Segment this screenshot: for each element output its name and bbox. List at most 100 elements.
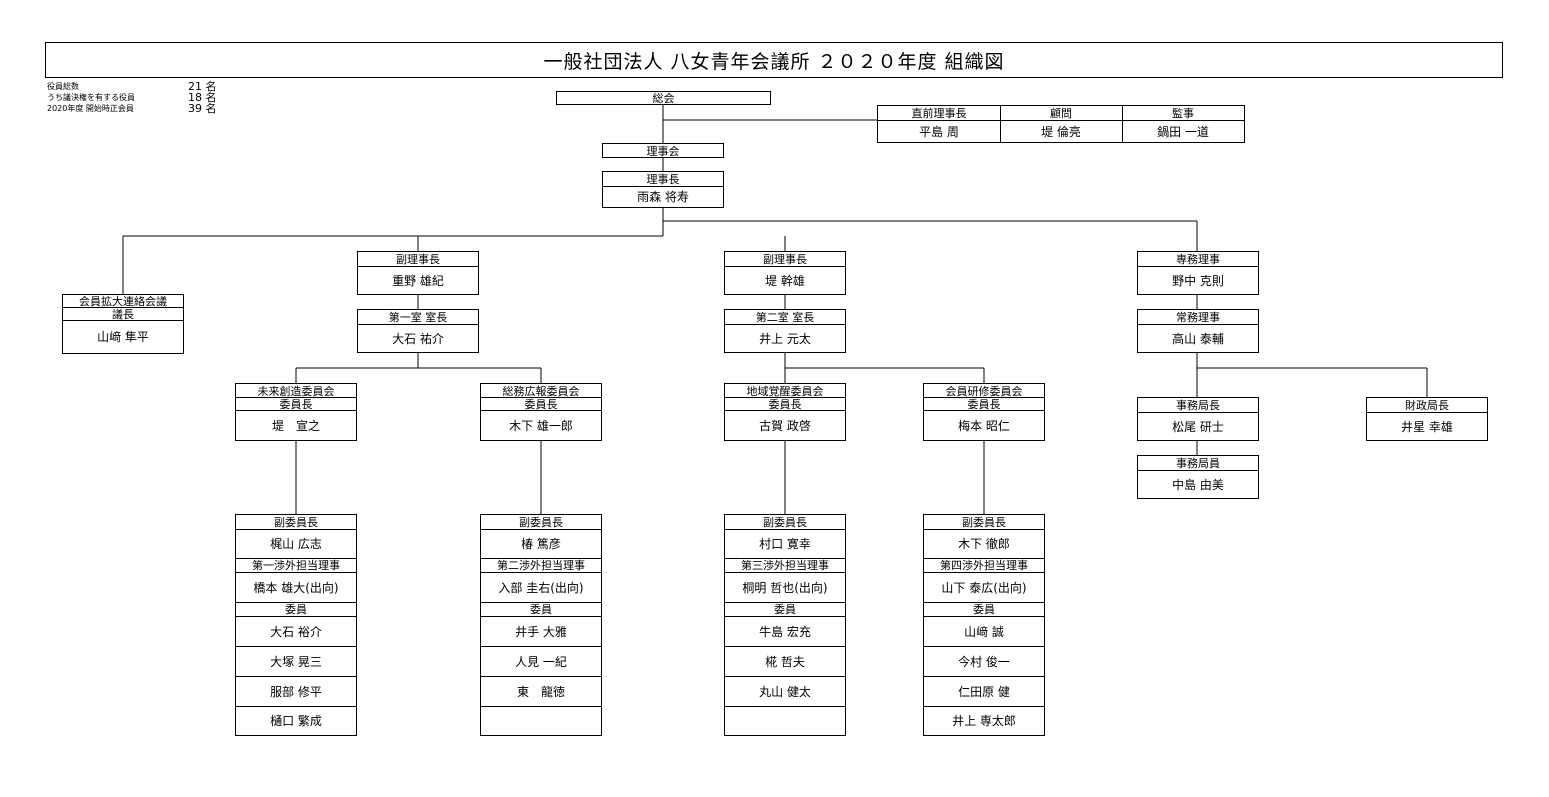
liaison-name: 山下 泰広(出向) [924,572,1044,603]
office-chief-name: 松尾 研士 [1172,419,1224,434]
members-role: 委員 [481,602,601,617]
counselor-name: 堤 倫亮 [1000,121,1123,142]
committee-chair-role: 委員長 [725,397,845,411]
liaison-role: 第二渉外担当理事 [481,558,601,573]
member-name: 大塚 晃三 [236,646,356,677]
committee-2-head-box: 総務広報委員会 委員長 木下 雄一郎 [480,383,602,441]
member-name [725,706,845,735]
member-name: 大石 裕介 [236,616,356,647]
vp1-role: 副理事長 [358,252,478,267]
president-box: 理事長 雨森 将寿 [602,171,724,208]
vice-chair-role: 副委員長 [725,515,845,530]
member-name: 東 龍徳 [481,676,601,707]
stat-label: 2020年度 開始時正会員 [47,104,134,113]
committee-title: 地域覚醒委員会 [746,384,824,398]
expansion-council-box: 会員拡大連絡会議 議長 山﨑 隼平 [62,294,184,354]
stat-value: 18 名 [188,91,217,104]
expansion-council-name: 山﨑 隼平 [97,330,149,344]
vice-chair-name: 梶山 広志 [236,529,356,559]
counselor-role: 顧問 [1000,106,1123,120]
committee-chair-role: 委員長 [924,397,1044,411]
committee-title: 総務広報委員会 [502,384,580,398]
member-name: 服部 修平 [236,676,356,707]
vp2-role: 副理事長 [725,252,845,267]
advisors-header-row: 直前理事長 顧問 監事 [878,106,1244,121]
liaison-name: 桐明 哲也(出向) [725,572,845,603]
member-name: 山﨑 誠 [924,616,1044,647]
liaison-role: 第一渉外担当理事 [236,558,356,573]
vice-chair-name: 椿 篤彦 [481,529,601,559]
vice-chair-role: 副委員長 [481,515,601,530]
treasury-name: 井星 幸雄 [1401,419,1453,434]
managing-director-box: 常務理事 高山 泰輔 [1137,309,1259,353]
liaison-name: 入部 圭右(出向) [481,572,601,603]
committee-chair-name: 木下 雄一郎 [509,418,573,433]
member-name: 椛 哲夫 [725,646,845,677]
room2-role: 第二室 室長 [725,310,845,325]
former-chairman-name: 平島 周 [878,121,1001,142]
vice-president-1-box: 副理事長 重野 雄紀 [357,251,479,295]
advisors-name-row: 平島 周 堤 倫亮 鍋田 一道 [878,121,1244,142]
former-chairman-role: 直前理事長 [878,106,1001,120]
vice-president-2-box: 副理事長 堤 幹雄 [724,251,846,295]
committee-chair-name: 梅本 昭仁 [958,418,1010,433]
general-meeting-label: 総会 [652,92,675,104]
member-name: 仁田原 健 [924,676,1044,707]
treasury-role: 財政局長 [1367,398,1487,413]
members-role: 委員 [924,602,1044,617]
committee-4-head-box: 会員研修委員会 委員長 梅本 昭仁 [923,383,1045,441]
room1-role: 第一室 室長 [358,310,478,325]
committee-2-members-box: 副委員長 椿 篤彦 第二渉外担当理事 入部 圭右(出向) 委員 井手 大雅 人見… [480,514,602,736]
office-staff-role: 事務局員 [1138,456,1258,471]
stat-value: 39 名 [188,102,217,115]
committee-4-members-box: 副委員長 木下 徹郎 第四渉外担当理事 山下 泰広(出向) 委員 山﨑 誠 今村… [923,514,1045,736]
expansion-council-title: 会員拡大連絡会議 [79,295,167,307]
stats-values: 21 名 18 名 39 名 [188,81,217,114]
treasury-box: 財政局長 井星 幸雄 [1366,397,1488,441]
board-box: 理事会 [602,143,724,158]
room2-name: 井上 元太 [759,331,811,346]
stat-value: 21 名 [188,80,217,93]
liaison-name: 橋本 雄大(出向) [236,572,356,603]
liaison-role: 第三渉外担当理事 [725,558,845,573]
stat-label: 役員総数 [47,82,79,91]
room1-name: 大石 祐介 [392,331,444,346]
room-2-box: 第二室 室長 井上 元太 [724,309,846,353]
member-name: 牛島 宏充 [725,616,845,647]
secgen-name: 野中 克則 [1172,273,1224,288]
office-staff-name: 中島 由美 [1172,477,1224,492]
chart-title: 一般社団法人 八女青年会議所 ２０２０年度 組織図 [45,42,1503,78]
committee-title: 会員研修委員会 [945,384,1023,398]
auditor-name: 鍋田 一道 [1157,125,1209,139]
member-name: 井上 専太郎 [952,714,1016,728]
managing-name: 高山 泰輔 [1172,331,1224,346]
vice-chair-name: 村口 寛幸 [725,529,845,559]
auditor-role: 監事 [1172,107,1194,120]
president-name: 雨森 将寿 [637,190,689,204]
office-chief-box: 事務局長 松尾 研士 [1137,397,1259,441]
committee-chair-name: 古賀 政啓 [759,418,811,433]
president-role: 理事長 [603,172,723,187]
committee-chair-role: 委員長 [236,397,356,411]
member-name: 井手 大雅 [481,616,601,647]
stat-label: うち議決権を有する役員 [47,93,135,102]
room-1-box: 第一室 室長 大石 祐介 [357,309,479,353]
vice-chair-name: 木下 徹郎 [924,529,1044,559]
member-name: 樋口 繁成 [270,714,322,728]
managing-role: 常務理事 [1138,310,1258,325]
committee-3-head-box: 地域覚醒委員会 委員長 古賀 政啓 [724,383,846,441]
expansion-council-role: 議長 [63,307,183,321]
committee-chair-name: 堤 宣之 [271,418,320,433]
vice-chair-role: 副委員長 [924,515,1044,530]
office-staff-box: 事務局員 中島 由美 [1137,455,1259,499]
members-role: 委員 [725,602,845,617]
members-role: 委員 [236,602,356,617]
member-name: 今村 俊一 [924,646,1044,677]
vp2-name: 堤 幹雄 [765,273,805,288]
secretary-general-box: 専務理事 野中 克則 [1137,251,1259,295]
committee-1-head-box: 未来創造委員会 委員長 堤 宣之 [235,383,357,441]
general-meeting-box: 総会 [556,91,771,105]
committee-chair-role: 委員長 [481,397,601,411]
office-chief-role: 事務局長 [1138,398,1258,413]
